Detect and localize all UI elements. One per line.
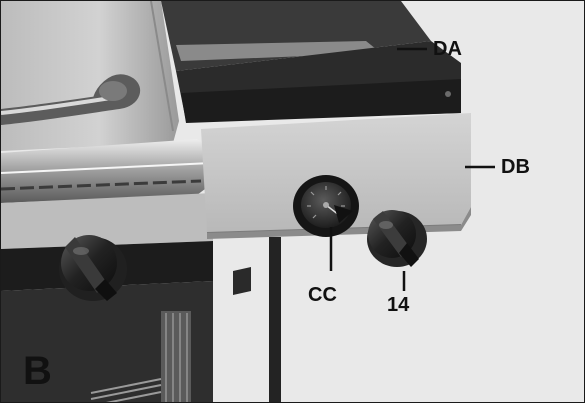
panel-label: B xyxy=(23,349,52,393)
callout-da: DA xyxy=(433,38,462,60)
main-control-knob xyxy=(59,235,127,301)
front-handle-bar xyxy=(1,139,213,203)
lid-handle xyxy=(1,74,141,125)
temperature-gauge xyxy=(293,175,359,237)
grill-lid xyxy=(1,1,179,151)
control-knob-14 xyxy=(367,210,427,267)
callout-db: DB xyxy=(501,156,530,178)
legs xyxy=(90,237,281,402)
callout-cc: CC xyxy=(308,284,337,306)
front-control-panel xyxy=(1,193,213,402)
callout-knob-number: 14 xyxy=(387,294,410,316)
callout-leader-lines xyxy=(329,47,495,291)
side-shelf-lid xyxy=(161,1,461,123)
